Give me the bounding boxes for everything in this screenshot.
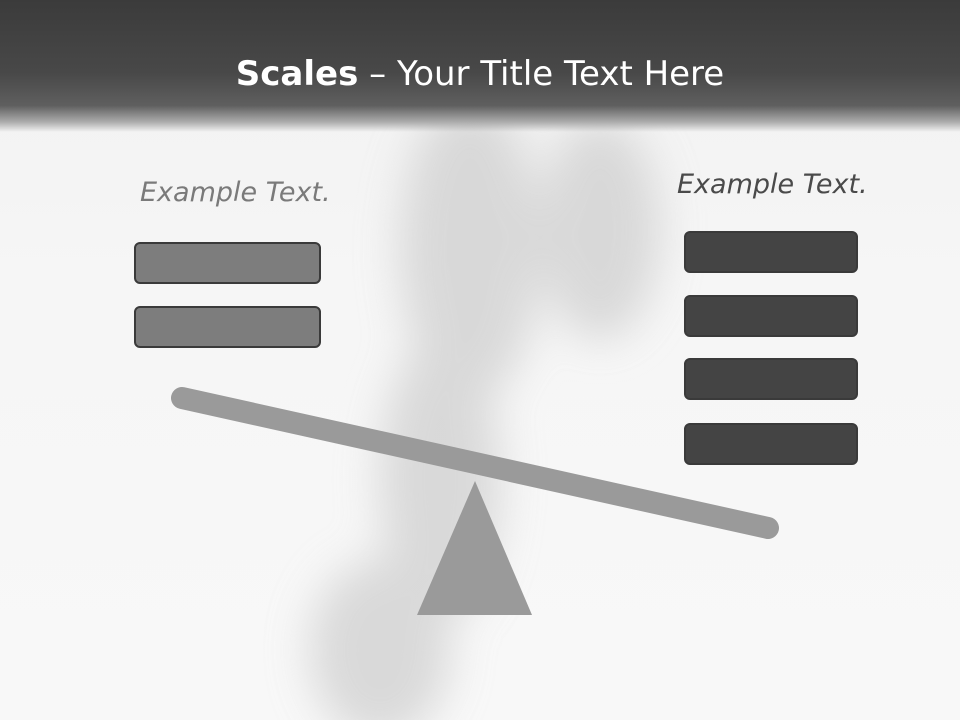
title-bold-text: Scales: [235, 54, 359, 94]
right-caption: Example Text.: [677, 169, 868, 200]
left-caption: Example Text.: [140, 177, 331, 208]
scale-beam: [171, 387, 779, 539]
title-bar: [0, 0, 960, 132]
right-weight-block: [684, 358, 858, 400]
scale-fulcrum: [417, 481, 532, 615]
right-weight-block: [684, 295, 858, 337]
right-weight-block: [684, 423, 858, 465]
left-weight-block: [134, 306, 321, 348]
slide-title: Scales – Your Title Text Here: [0, 52, 960, 96]
left-weight-block: [134, 242, 321, 284]
right-weight-block: [684, 231, 858, 273]
title-rest-text: – Your Title Text Here: [358, 54, 725, 94]
